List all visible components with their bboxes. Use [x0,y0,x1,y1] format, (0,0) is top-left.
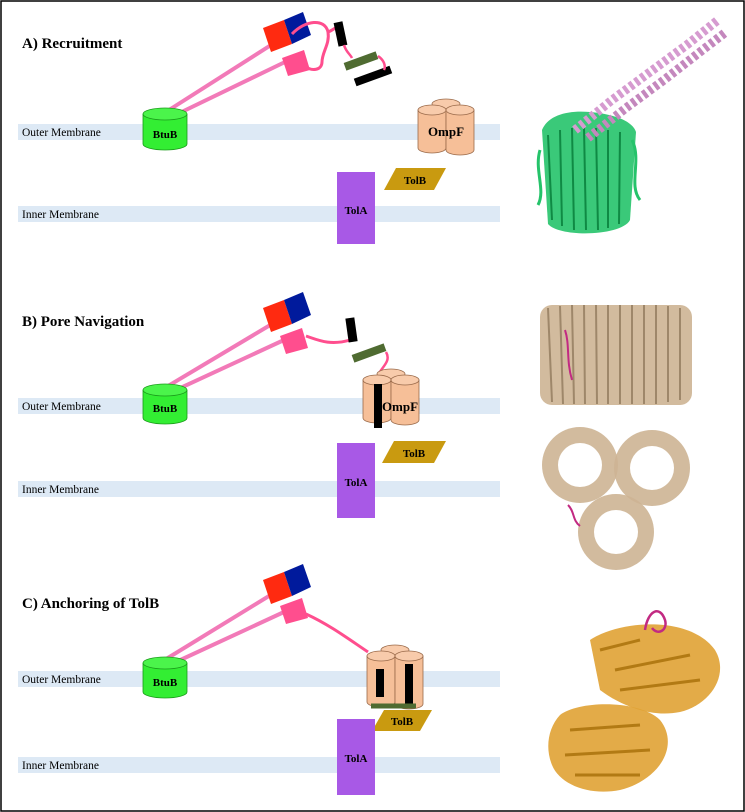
ompf-trimer-icon [366,644,424,710]
linker-strand [162,610,285,670]
black-segment [374,384,382,428]
panel-a: A) Recruitment Outer Membrane Inner Memb… [18,12,729,244]
disordered-region [342,44,386,71]
epitope-segment [351,343,387,363]
outer-membrane-label: Outer Membrane [22,127,101,139]
epitope-segment [343,51,379,71]
protein-structure-icon [548,610,721,792]
black-segment [333,21,348,47]
panel-c-title: C) Anchoring of TolB [22,596,159,612]
btub-barrel-icon [142,383,188,425]
outer-membrane [18,124,500,140]
tola-label: TolA [345,753,368,765]
protein-structure-icon [540,304,692,570]
btub-label: BtuB [153,403,178,415]
linker-strand [156,36,284,119]
btub-barrel-icon [142,656,188,699]
inner-membrane-label: Inner Membrane [22,760,99,772]
tolb-shape [372,710,432,731]
disordered-region [305,612,369,654]
inner-membrane [18,481,500,497]
tolb-shape [384,168,446,190]
ompf-trimer-icon [362,368,420,426]
panel-b-title: B) Pore Navigation [22,314,145,330]
tola-label: TolA [345,477,368,489]
outer-membrane-label: Outer Membrane [22,674,101,686]
panel-a-title: A) Recruitment [22,36,122,52]
inner-membrane [18,206,500,222]
ompf-label: OmpF [428,124,464,139]
btub-label: BtuB [153,677,178,689]
inner-membrane-label: Inner Membrane [22,209,99,221]
black-segment [353,65,393,87]
linker-strand [156,316,284,394]
tola-shape [337,172,375,244]
tola-shape [337,719,375,795]
black-segment [376,669,384,697]
colicin-domain-icon [263,564,311,624]
panel-c: C) Anchoring of TolB Outer Membrane Inne… [18,564,721,795]
tola-shape [337,443,375,518]
tolb-shape [382,441,446,463]
disordered-region [305,334,351,344]
tola-label: TolA [345,205,368,217]
btub-label: BtuB [153,129,178,141]
ompf-label: OmpF [382,399,418,414]
protein-structure-icon [536,16,729,234]
tolb-label: TolB [403,448,426,460]
inner-membrane-label: Inner Membrane [22,484,99,496]
black-segment [405,664,413,704]
inner-membrane [18,757,500,773]
tolb-label: TolB [404,175,427,187]
outer-membrane-label: Outer Membrane [22,401,101,413]
black-segment [345,317,358,343]
colicin-domain-icon [263,292,311,354]
colicin-domain-icon [263,12,311,76]
btub-barrel-icon [142,107,188,151]
tolb-label: TolB [391,716,414,728]
ompf-trimer-icon [417,98,475,156]
linker-strand [156,586,284,666]
panel-b: B) Pore Navigation Outer Membrane Inner … [18,292,692,570]
